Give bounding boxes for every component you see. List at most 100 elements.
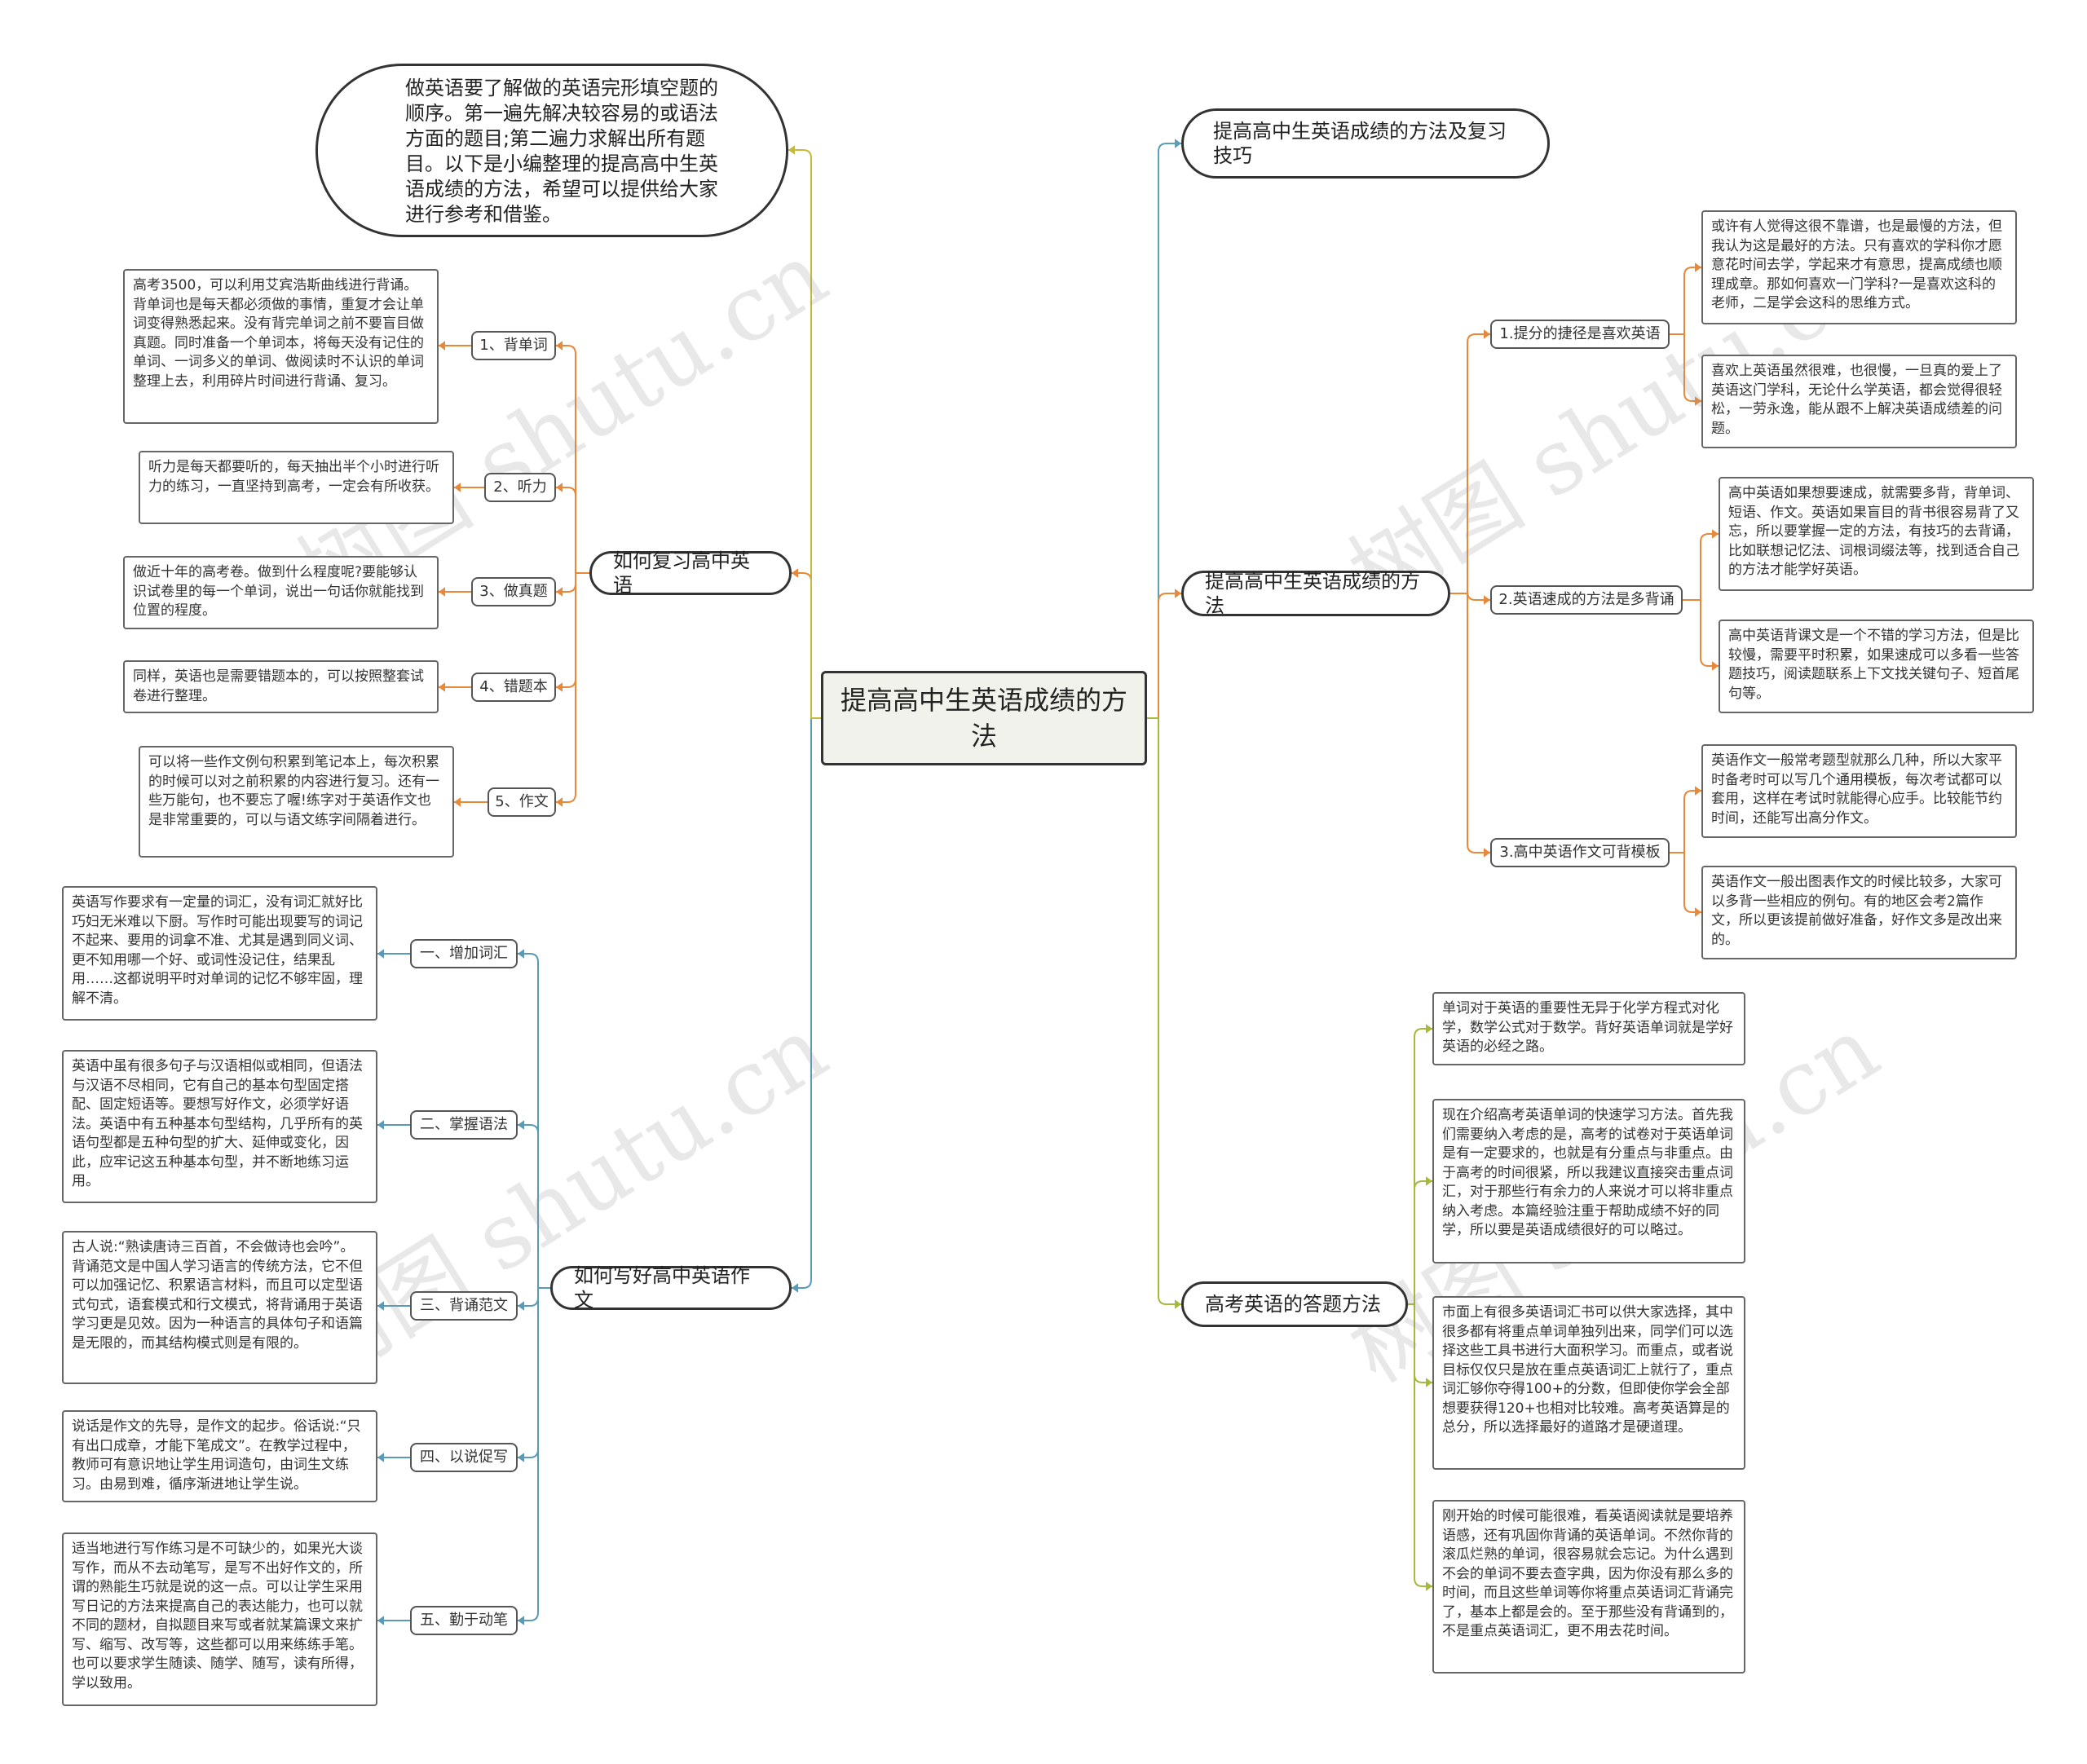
review-sub-listening[interactable]: 2、听力 <box>484 473 556 502</box>
connector-line <box>556 345 589 574</box>
writing-leaf-speak: 说话是作文的先导，是作文的起步。俗话说:“只有出口成章，才能下笔成文”。在教学过… <box>62 1410 377 1502</box>
branch-writing[interactable]: 如何写好高中英语作文 <box>550 1264 792 1312</box>
connector-line <box>1670 267 1701 335</box>
methods-leaf-interest-1: 或许有人觉得这很不靠谱，也是最慢的方法，但我认为这是最好的方法。只有喜欢的学科你… <box>1701 210 2017 324</box>
connector-arrowhead <box>1175 589 1181 598</box>
connector-line <box>518 953 550 1289</box>
connector-arrowhead <box>518 1616 524 1625</box>
intro-bubble[interactable]: 做英语要了解做的英语完形填空题的顺序。第一遍先解决较容易的或语法方面的题目;第二… <box>315 64 788 237</box>
connector-arrowhead <box>1426 1378 1432 1387</box>
connector-line <box>1450 333 1490 594</box>
connector-arrowhead <box>518 1453 524 1462</box>
branch-tips[interactable]: 提高高中生英语成绩的方法及复习技巧 <box>1181 108 1550 179</box>
connector-arrowhead <box>1484 595 1490 605</box>
connector-arrowhead <box>1426 1176 1432 1186</box>
review-leaf-writing: 可以将一些作文例句积累到笔记本上，每次积累的时候可以对之前积累的内容进行复习。还… <box>139 746 454 858</box>
writing-sub-speak[interactable]: 四、以说促写 <box>410 1443 518 1472</box>
connector-line <box>1408 1180 1432 1305</box>
writing-sub-grammar[interactable]: 二、掌握语法 <box>410 1110 518 1140</box>
connector-line <box>1408 1303 1432 1383</box>
connector-arrowhead <box>377 1301 384 1311</box>
connector-line <box>518 1287 550 1621</box>
review-leaf-mistake-book: 同样，英语也是需要错题本的，可以按照整套试卷进行整理。 <box>123 660 439 713</box>
exam-leaf-4: 刚开始的时候可能很难，看英语阅读就是要培养语感，还有巩固你背诵的英语单词。不然你… <box>1432 1500 1745 1674</box>
methods-sub-interest[interactable]: 1.提分的捷径是喜欢英语 <box>1490 320 1670 349</box>
connector-line <box>1683 533 1719 601</box>
connector-arrowhead <box>377 949 384 959</box>
review-sub-past-papers[interactable]: 3、做真题 <box>471 577 556 606</box>
connector-arrowhead <box>518 1120 524 1130</box>
review-sub-vocab[interactable]: 1、背单词 <box>471 331 556 360</box>
connector-arrowhead <box>1712 661 1719 671</box>
exam-leaf-2: 现在介绍高考英语单词的快速学习方法。首先我们需要纳入考虑的是，高考的试卷对于英语… <box>1432 1099 1745 1263</box>
review-sub-writing[interactable]: 5、作文 <box>488 787 556 817</box>
connector-arrowhead <box>792 568 798 578</box>
connector-arrowhead <box>1712 529 1719 539</box>
connector-arrowhead <box>1695 907 1701 917</box>
connector-line <box>518 1287 550 1458</box>
connector-arrowhead <box>556 797 563 807</box>
connector-line <box>518 1124 550 1289</box>
connector-line <box>792 717 821 1289</box>
review-leaf-vocab: 高考3500，可以利用艾宾浩斯曲线进行背诵。背单词也是每天都必须做的事情，重复才… <box>123 269 439 424</box>
writing-leaf-vocab: 英语写作要求有一定量的词汇，没有词汇就好比巧妇无米难以下厨。写作时可能出现要写的… <box>62 886 377 1021</box>
exam-leaf-1: 单词对于英语的重要性无异于化学方程式对化学，数学公式对于数学。背好英语单词就是学… <box>1432 992 1745 1065</box>
review-leaf-past-papers: 做近十年的高考卷。做到什么程度呢?要能够认识试卷里的每一个单词，说出一句话你就能… <box>123 556 439 629</box>
connector-line <box>556 487 589 574</box>
connector-line <box>1450 591 1490 601</box>
branch-review[interactable]: 如何复习高中英语 <box>589 549 792 597</box>
connector-arrowhead <box>377 1616 384 1625</box>
methods-sub-recite[interactable]: 2.英语速成的方法是多背诵 <box>1490 585 1683 615</box>
exam-leaf-3: 市面上有很多英语词汇书可以供大家选择，其中很多都有将重点单词单独列出来，同学们可… <box>1432 1296 1745 1470</box>
connector-arrowhead <box>377 1120 384 1130</box>
connector-arrowhead <box>556 587 563 597</box>
review-leaf-listening: 听力是每天都要听的，每天抽出半个小时进行听力的练习，一直坚持到高考，一定会有所收… <box>139 451 454 524</box>
connector-line <box>1683 599 1719 667</box>
connector-arrowhead <box>518 949 524 959</box>
connector-line <box>792 572 821 719</box>
connector-line <box>1450 593 1490 853</box>
review-sub-mistake-book[interactable]: 4、错题本 <box>471 673 556 702</box>
connector-line <box>1408 1028 1432 1305</box>
connector-line <box>1147 143 1181 719</box>
branch-methods[interactable]: 提高高中生英语成绩的方法 <box>1181 570 1450 617</box>
connector-arrowhead <box>439 682 445 692</box>
connector-arrowhead <box>788 145 795 155</box>
connector-arrowhead <box>1695 262 1701 272</box>
connector-line <box>1670 852 1701 913</box>
connector-arrowhead <box>439 587 445 597</box>
connector-arrowhead <box>518 1301 524 1311</box>
connector-arrowhead <box>556 483 563 492</box>
writing-sub-vocab[interactable]: 一、增加词汇 <box>410 939 518 968</box>
methods-sub-template[interactable]: 3.高中英语作文可背模板 <box>1490 838 1670 867</box>
connector-arrowhead <box>454 483 461 492</box>
connector-arrowhead <box>377 1453 384 1462</box>
writing-sub-recite[interactable]: 三、背诵范文 <box>410 1291 518 1321</box>
root-topic[interactable]: 提高高中生英语成绩的方法 <box>821 671 1147 765</box>
writing-sub-practice[interactable]: 五、勤于动笔 <box>410 1606 518 1635</box>
branch-exam[interactable]: 高考英语的答题方法 <box>1181 1281 1408 1327</box>
connector-line <box>1147 717 1181 1305</box>
writing-leaf-practice: 适当地进行写作练习是不可缺少的，如果光大谈写作，而从不去动笔写，是写不出好作文的… <box>62 1532 377 1706</box>
connector-line <box>1408 1303 1432 1587</box>
writing-leaf-recite: 古人说:“熟读唐诗三百首，不会做诗也会吟”。背诵范文是中国人学习语言的传统方法，… <box>62 1231 377 1384</box>
connector-line <box>788 149 821 719</box>
methods-leaf-recite-1: 高中英语如果想要速成，就需要多背，背单词、短语、作文。英语如果盲目的背书很容易背… <box>1719 477 2034 591</box>
connector-arrowhead <box>1175 139 1181 148</box>
methods-leaf-recite-2: 高中英语背课文是一个不错的学习方法，但是比较慢，需要平时积累，如果速成可以多看一… <box>1719 620 2034 713</box>
connector-arrowhead <box>454 797 461 807</box>
connector-line <box>1670 790 1701 853</box>
connector-arrowhead <box>1695 786 1701 796</box>
connector-line <box>556 572 589 803</box>
connector-arrowhead <box>792 1283 798 1293</box>
connector-line <box>1147 593 1181 719</box>
connector-arrowhead <box>556 682 563 692</box>
writing-leaf-grammar: 英语中虽有很多句子与汉语相似或相同，但语法与汉语不尽相同，它有自己的基本句型固定… <box>62 1050 377 1203</box>
connector-arrowhead <box>1426 1024 1432 1034</box>
connector-arrowhead <box>439 341 445 351</box>
connector-arrowhead <box>1484 329 1490 339</box>
connector-arrowhead <box>1484 848 1490 858</box>
methods-leaf-template-1: 英语作文一般常考题型就那么几种，所以大家平时备考时可以写几个通用模板，每次考试都… <box>1701 744 2017 838</box>
